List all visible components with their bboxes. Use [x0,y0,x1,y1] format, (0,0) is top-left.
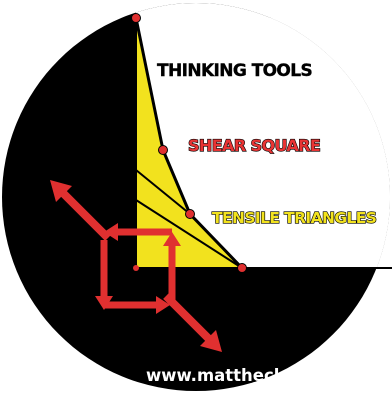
fibre-line-3 [135,199,243,269]
right-arrow [163,232,181,300]
bottom-arrow [104,296,170,314]
dot-top [131,13,141,23]
arrow-down-right-icon [163,293,222,352]
white-field-upper [136,3,390,268]
arrow-up-left-icon [50,180,111,241]
website-url: www.mattheck.de [146,366,314,385]
dot-bottom [237,263,247,273]
center-dot [133,265,139,271]
fibre-line-2 [135,169,191,215]
dot-tensile [185,209,195,219]
dot-shear [158,145,168,155]
thinking-tools-label: THINKING TOOLS [157,61,312,81]
contour-line [134,17,244,270]
top-arrow [104,223,172,241]
shear-square-label: SHEAR SQUARE [188,136,320,155]
tensile-triangles-label: TENSILE TRIANGLES [212,209,377,227]
shear-square-icon [50,180,222,352]
